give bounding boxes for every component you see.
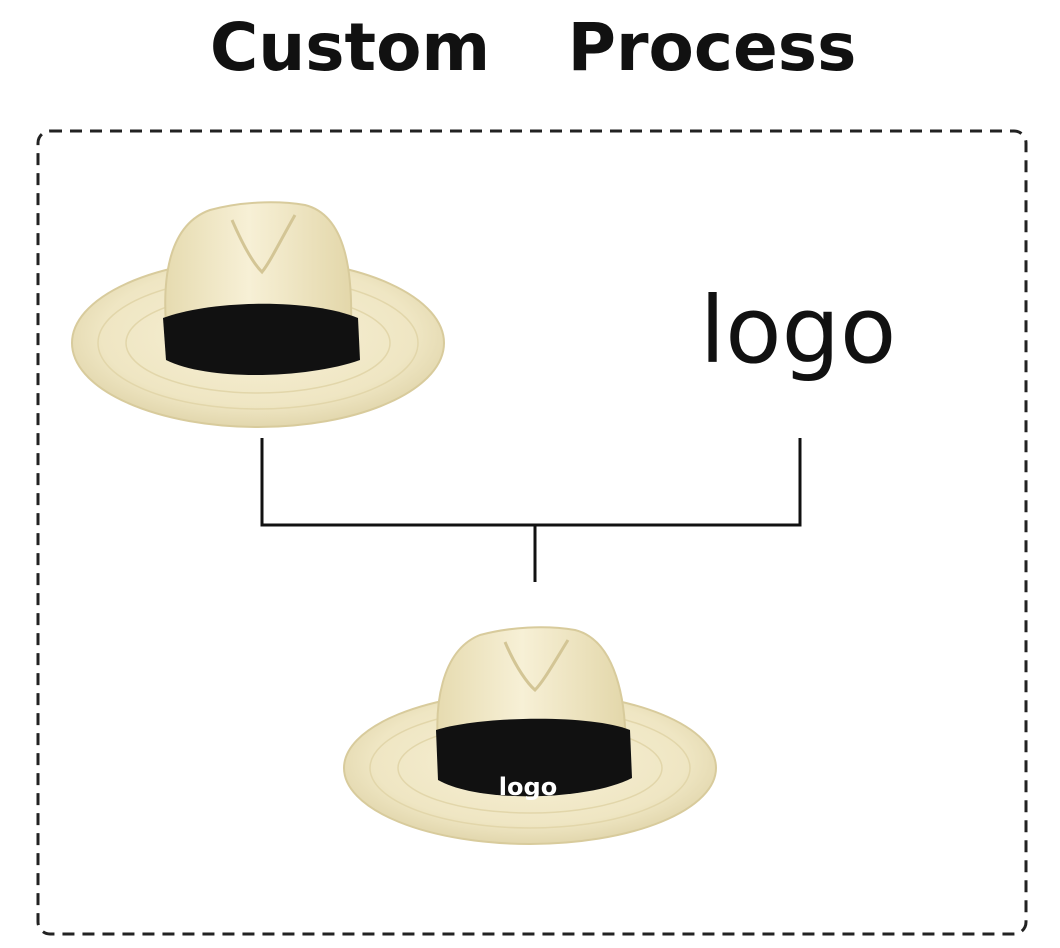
connector-lines [260,438,802,582]
straw-hat-icon [71,201,445,428]
customized-hat-icon: logo [343,626,717,845]
title-custom: Custom [210,9,490,86]
logo-text: logo [700,277,897,384]
band-logo-text: logo [499,773,557,801]
title-process: Process [568,9,857,86]
dashed-frame [36,129,1028,936]
